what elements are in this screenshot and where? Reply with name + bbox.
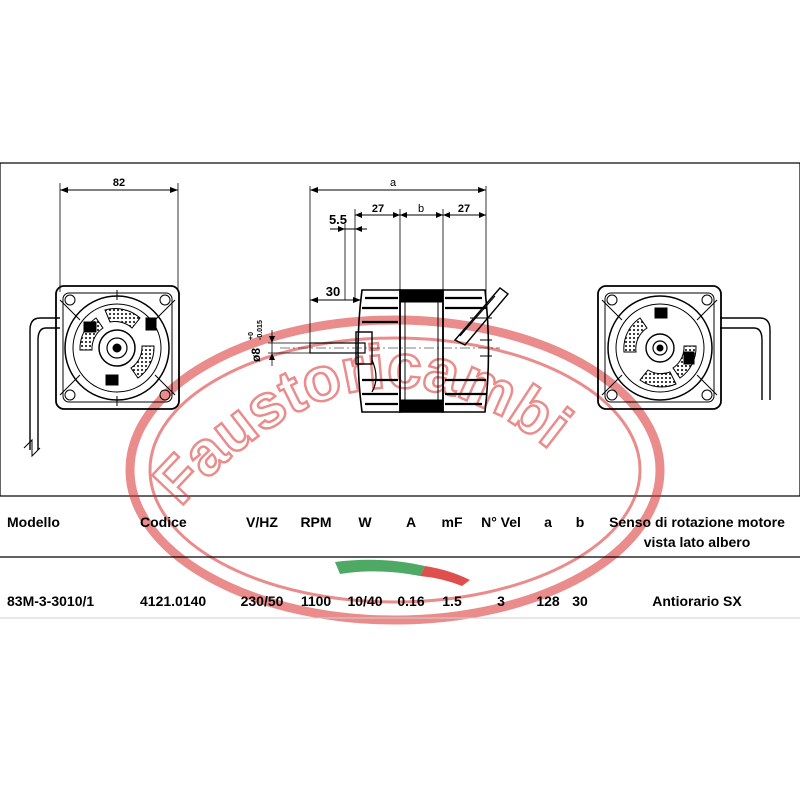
header-mf: mF — [441, 514, 463, 530]
header-modello: Modello — [7, 514, 60, 530]
row-modello: 83M-3-3010/1 — [7, 593, 95, 609]
flag-ribbon — [335, 559, 470, 586]
row-senso: Antiorario SX — [652, 593, 742, 609]
dim-front-width: 82 — [113, 177, 125, 189]
header-w: W — [358, 514, 372, 530]
drawing-frame — [0, 162, 800, 497]
header-dim-b: b — [575, 514, 585, 530]
header-senso-line2: vista lato albero — [643, 534, 751, 550]
dim-tolerance-upper: +0 — [248, 332, 255, 340]
header-dim-a: a — [544, 514, 552, 530]
header-rpm: RPM — [300, 514, 332, 530]
header-codice: Codice — [140, 514, 187, 530]
row-dim-a: 128 — [536, 593, 560, 609]
dim-tolerance-lower: -0.015 — [257, 320, 264, 340]
row-w: 10/40 — [347, 593, 383, 609]
side-view: a 27 b 27 5.5 30 ø8 +0 -0.01 — [248, 177, 510, 413]
dim-offset: 5.5 — [329, 212, 347, 227]
row-nvel: 3 — [497, 593, 505, 609]
dim-shaft-diameter: ø8 — [249, 348, 263, 362]
watermark: Faustoricambi — [125, 315, 665, 625]
front-view-right — [597, 285, 771, 410]
row-codice: 4121.0140 — [140, 593, 207, 609]
row-a: 0.16 — [397, 593, 425, 609]
dim-right-segment: 27 — [458, 203, 470, 215]
header-vhz: V/HZ — [246, 514, 278, 530]
dim-shaft-length: 30 — [326, 284, 340, 299]
dim-overall: a — [390, 177, 397, 189]
header-nvel: N° Vel — [481, 514, 521, 530]
dim-left-segment: 27 — [372, 203, 384, 215]
front-view-left: 82 — [23, 177, 180, 458]
row-rpm: 1100 — [300, 593, 332, 609]
row-dim-b: 30 — [572, 593, 588, 609]
dim-middle-segment: b — [418, 203, 424, 215]
row-vhz: 230/50 — [240, 593, 284, 609]
header-senso-line1: Senso di rotazione motore — [609, 514, 785, 530]
header-a: A — [405, 514, 417, 530]
row-mf: 1.5 — [442, 593, 462, 609]
